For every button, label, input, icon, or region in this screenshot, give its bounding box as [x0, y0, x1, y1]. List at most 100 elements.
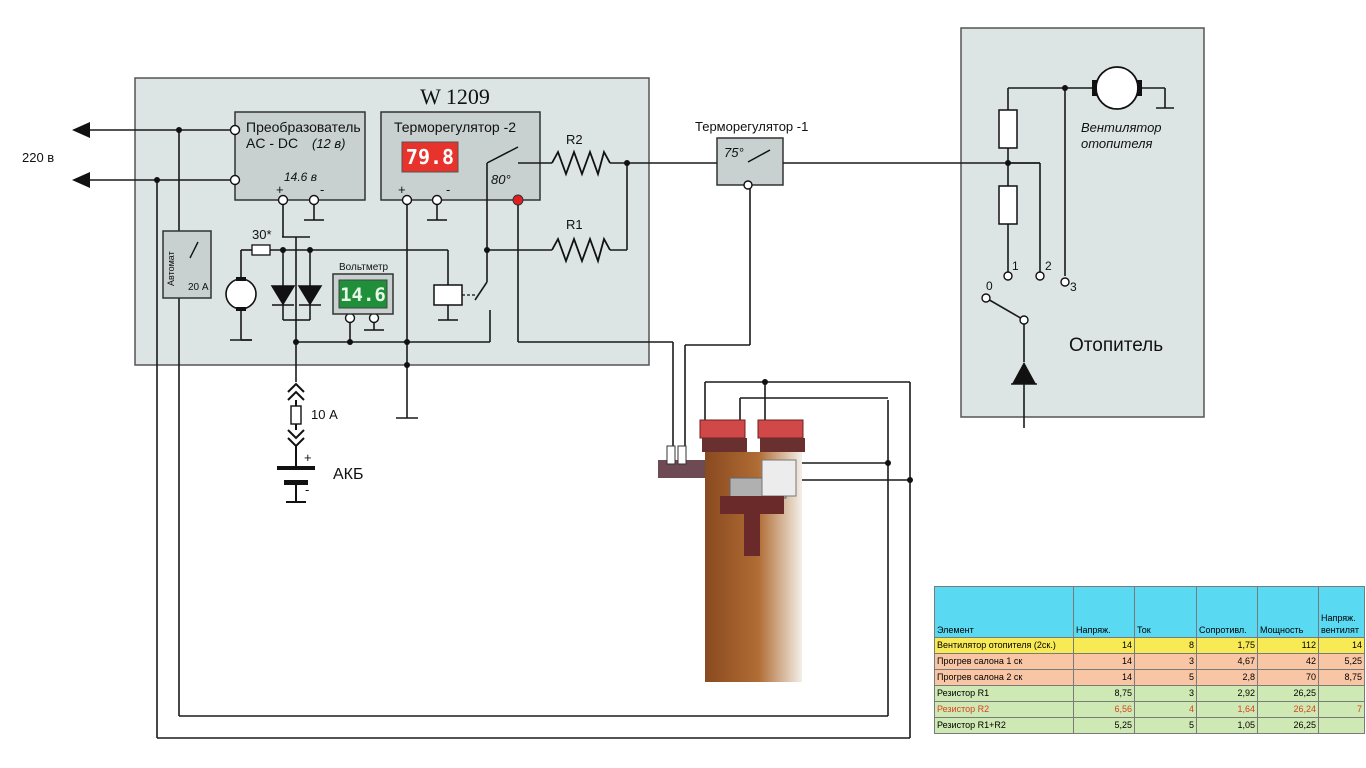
breaker: [162, 230, 212, 299]
fan-label-1: Вентилятор: [1081, 120, 1162, 135]
mains-arrow-2: [72, 172, 90, 188]
table-cell: 2,8: [1196, 669, 1258, 686]
table-cell: 8,75: [1073, 685, 1135, 702]
voltmeter-display-value: 14.6: [340, 284, 386, 306]
table-row-label: Прогрев салона 1 ск: [934, 653, 1074, 670]
heater-diode-icon: [1012, 362, 1036, 384]
resistor-r1: [551, 236, 611, 264]
converter-type: AC - DC: [246, 135, 298, 151]
table-cell: 7: [1318, 701, 1365, 718]
voltmeter-title: Вольтметр: [339, 262, 389, 273]
thermo1-title: Терморегулятор -1: [695, 119, 808, 134]
table-cell: 1,64: [1196, 701, 1258, 718]
ground-symbols: [304, 219, 458, 331]
table-cell: 5,25: [1073, 717, 1135, 734]
small-resistor: [251, 244, 271, 256]
diodes-icon: [270, 250, 323, 321]
fuse: [290, 405, 302, 425]
tank-cap-base-2: [760, 438, 805, 452]
tank-switch: [761, 459, 797, 497]
converter-title: Преобразователь: [246, 119, 361, 135]
voltmeter-display: [338, 279, 388, 309]
table-cell: 26,25: [1257, 685, 1319, 702]
heater-resistor-bottom: [998, 185, 1018, 225]
battery-plus: +: [304, 450, 312, 465]
breaker-contact: [189, 241, 199, 259]
switch-pos-1: 1: [1012, 259, 1019, 273]
load-table: Элемент Напряж. Ток Сопротивл. Мощность …: [934, 586, 1365, 734]
converter-12v: (12 в): [312, 136, 346, 151]
table-cell: 8: [1134, 637, 1197, 654]
tank-cap-base-1: [702, 438, 747, 452]
table-row-label: Резистор R1+R2: [934, 717, 1074, 734]
table-header-cell: Напряж.: [1073, 586, 1135, 638]
heater-label: Отопитель: [1069, 335, 1163, 356]
heater-resistor-top: [998, 109, 1018, 149]
thermo2-display: [401, 141, 459, 173]
table-cell: 26,24: [1257, 701, 1319, 718]
thermo2-minus: -: [446, 182, 450, 197]
tank-cap-1: [699, 419, 746, 439]
table-cell: 26,25: [1257, 717, 1319, 734]
table-row-label: Прогрев салона 2 ск: [934, 669, 1074, 686]
mains-arrow-1: [72, 122, 90, 138]
thermo2-red-terminal: [512, 194, 524, 206]
thermo2-plus: +: [398, 182, 406, 197]
table-cell: [1318, 717, 1365, 734]
switch-pos-0: 0: [986, 279, 993, 293]
table-cell: 3: [1134, 653, 1197, 670]
switch-pos-3: 3: [1070, 280, 1077, 294]
table-cell: 1,75: [1196, 637, 1258, 654]
table-header-cell: Напряж. вентилят: [1318, 586, 1365, 638]
table-cell: 1,05: [1196, 717, 1258, 734]
breaker-name: Автомат: [166, 251, 176, 286]
wires: [90, 87, 1174, 739]
table-cell: 5: [1134, 717, 1197, 734]
mains-label: 220 в: [22, 150, 54, 165]
table-cell: 14: [1073, 653, 1135, 670]
thermo1-contact: [747, 149, 771, 163]
thermo1-setpoint: 75°: [724, 145, 744, 160]
battery-plate-long: [277, 466, 315, 470]
table-header-cell: Мощность: [1257, 586, 1319, 638]
table-cell: 4: [1134, 701, 1197, 718]
table-cell: 2,92: [1196, 685, 1258, 702]
r1-label: R1: [566, 217, 583, 232]
breaker-rating: 20 А: [188, 282, 209, 293]
fuse-rating: 10 А: [311, 407, 338, 422]
resistor-mark: 30*: [252, 227, 272, 242]
converter-minus: -: [320, 182, 324, 197]
table-cell: 14: [1073, 637, 1135, 654]
table-header-row: Элемент Напряж. Ток Сопротивл. Мощность …: [934, 586, 1365, 638]
table-cell: 5: [1134, 669, 1197, 686]
board-title: W 1209: [420, 84, 490, 109]
table-header-cell: Элемент: [934, 586, 1074, 638]
thermo2-display-value: 79.8: [406, 145, 454, 169]
table-cell: 14: [1318, 637, 1365, 654]
table-cell: 5,25: [1318, 653, 1365, 670]
table-header-cell: Сопротивл.: [1196, 586, 1258, 638]
fan-label-2: отопителя: [1081, 136, 1152, 151]
tank-cap-2: [757, 419, 804, 439]
converter-plus: +: [276, 182, 284, 197]
thermo2-title: Терморегулятор -2: [394, 119, 516, 135]
tank-connector-1: [666, 445, 676, 465]
table-cell: 14: [1073, 669, 1135, 686]
table-cell: 70: [1257, 669, 1319, 686]
relay-coil: [433, 284, 463, 306]
battery-plate-short: [284, 480, 308, 485]
switch-pos-2: 2: [1045, 259, 1052, 273]
table-row-label: Резистор R1: [934, 685, 1074, 702]
table-row-label: Резистор R2: [934, 701, 1074, 718]
table-cell: 112: [1257, 637, 1319, 654]
battery-label: АКБ: [333, 466, 364, 483]
table-header-cell: Ток: [1134, 586, 1197, 638]
table-row-label: Вентилятор отопителя (2ск.): [934, 637, 1074, 654]
